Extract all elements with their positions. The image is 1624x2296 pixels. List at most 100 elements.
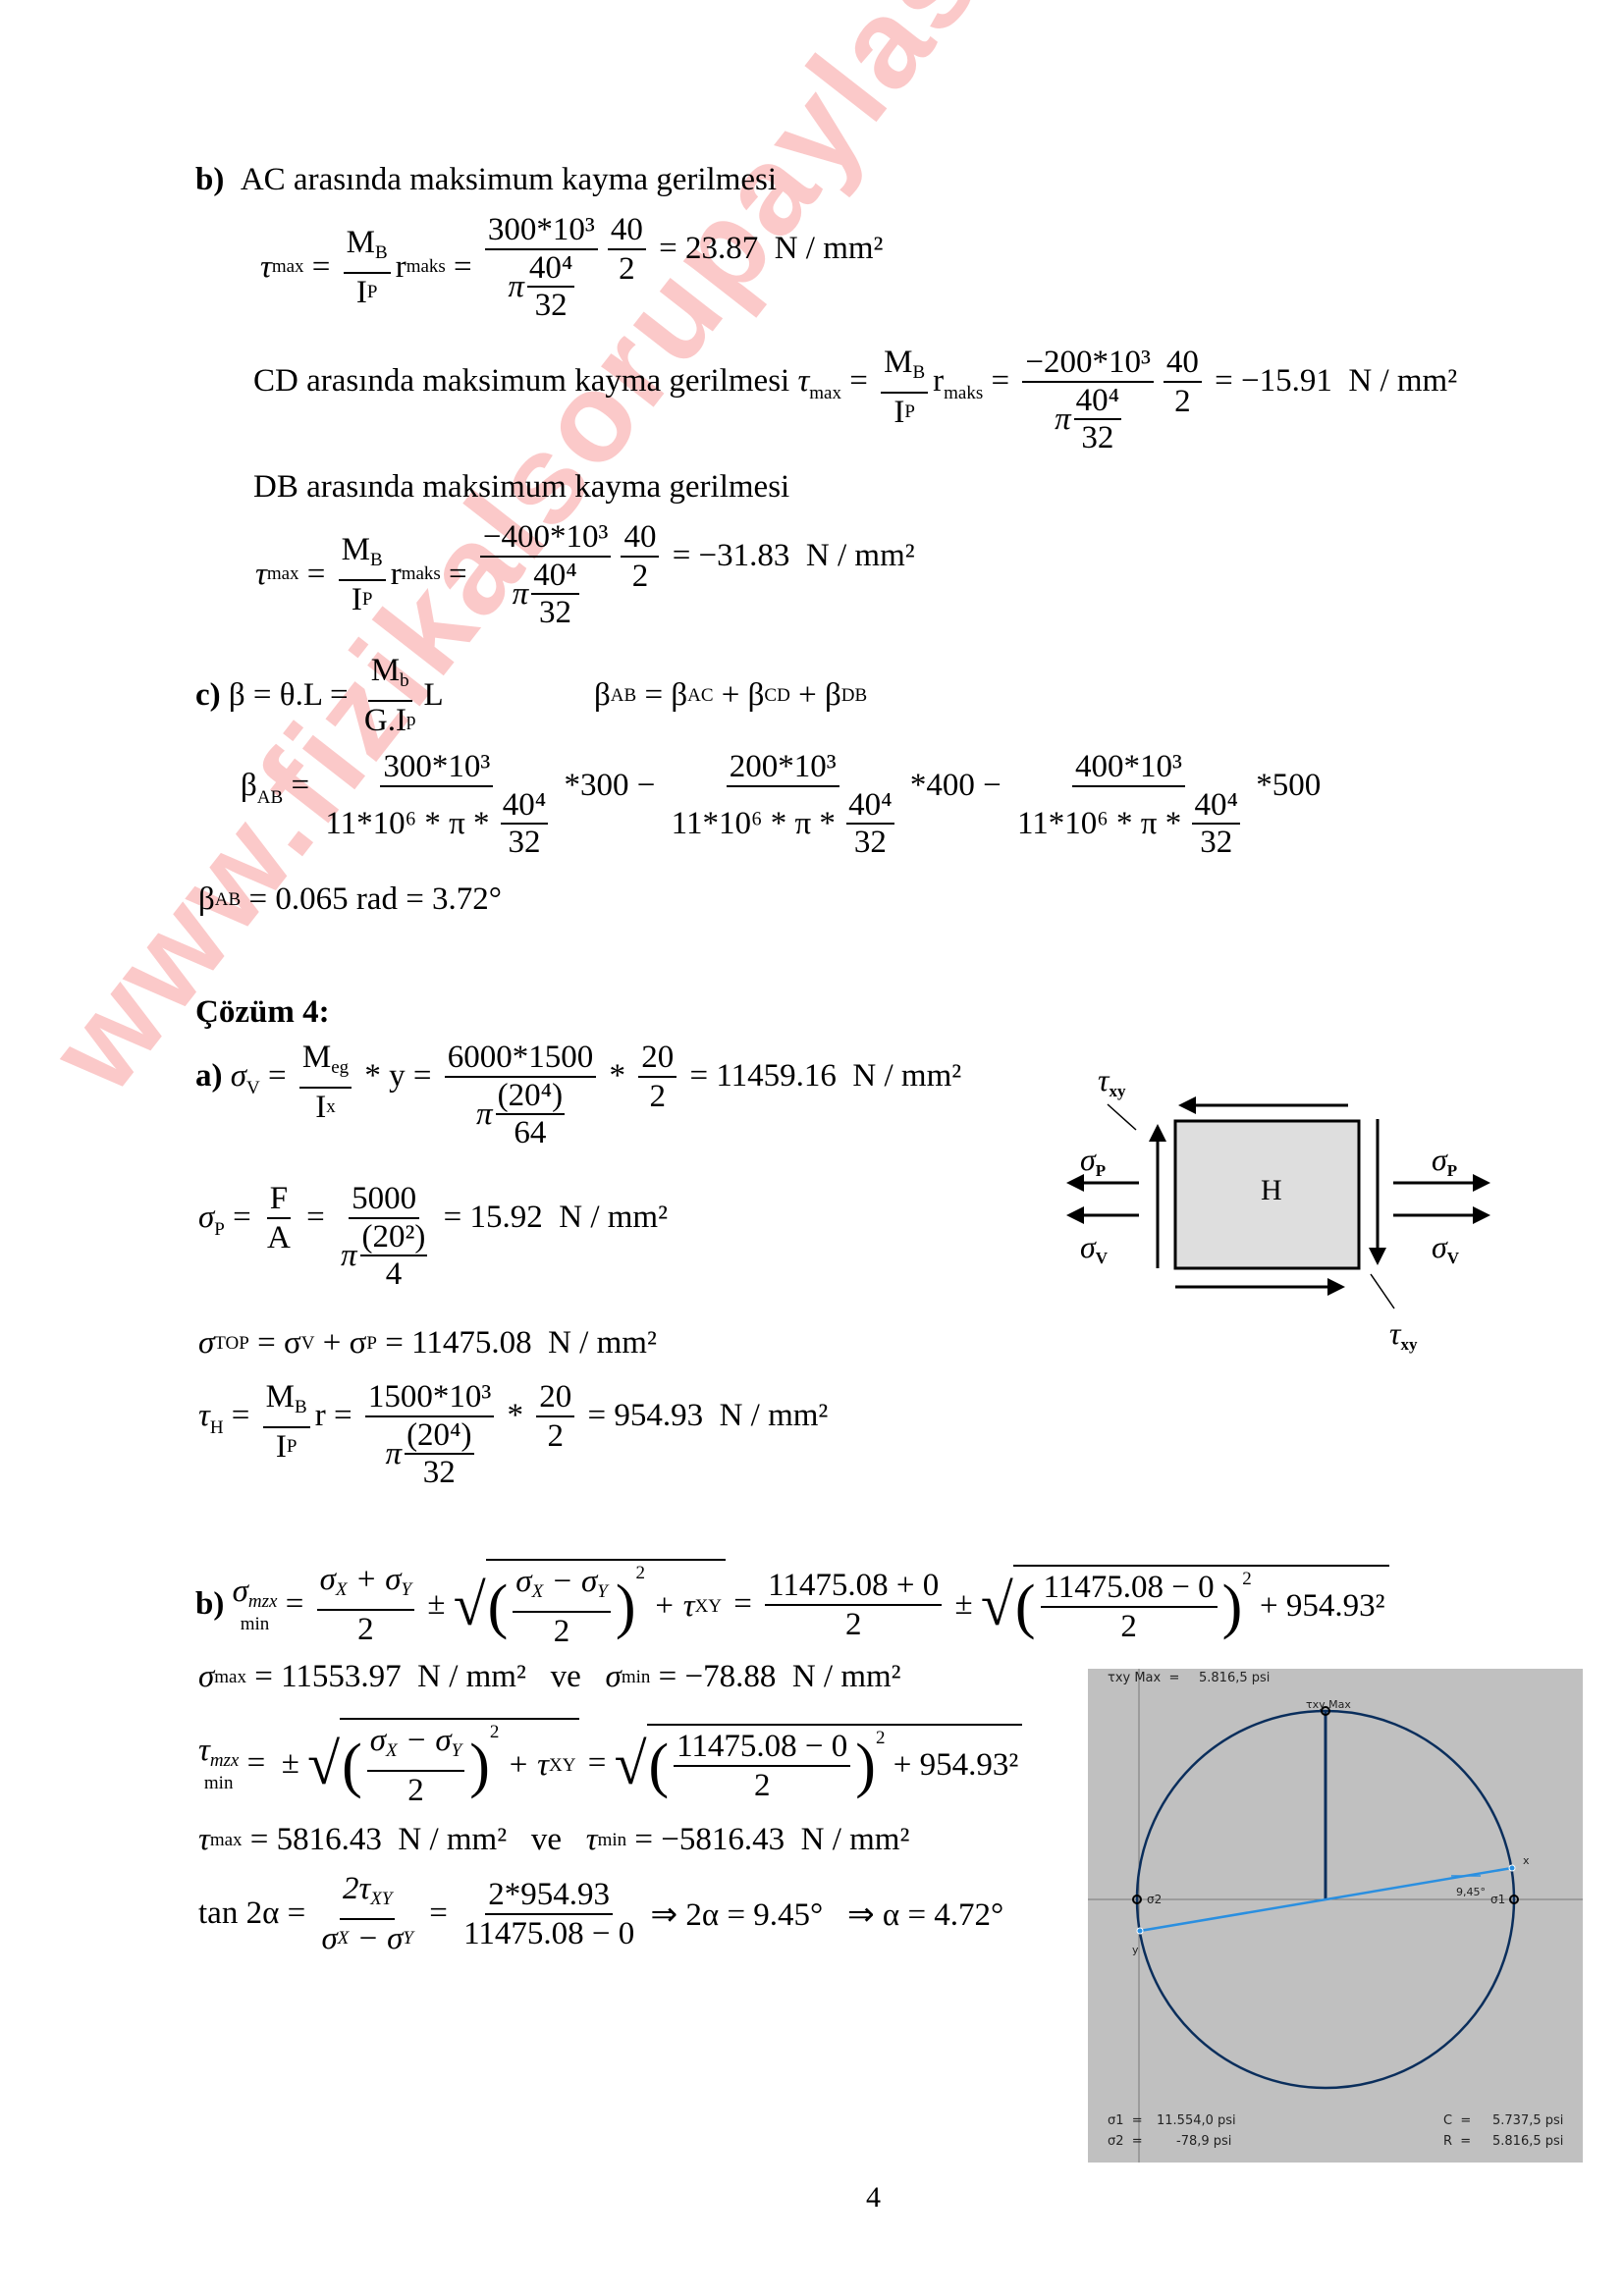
- sub: XY: [694, 1595, 723, 1617]
- t: 2: [1174, 384, 1191, 419]
- t: ve: [525, 1659, 606, 1694]
- t: 2: [1120, 1608, 1137, 1644]
- tau-symbol: τ: [255, 556, 267, 592]
- t: β: [241, 768, 257, 803]
- t: *: [499, 1398, 532, 1433]
- t: 40⁴: [846, 787, 894, 825]
- t: σ: [198, 1325, 215, 1361]
- t: =: [420, 1896, 457, 1931]
- t: = −78.88 N / mm²: [650, 1659, 901, 1694]
- t: I: [355, 274, 367, 310]
- r-label: R =: [1443, 2134, 1472, 2149]
- equals: =: [283, 768, 318, 803]
- sub: P: [366, 281, 378, 302]
- part-a-label: a): [195, 1058, 223, 1094]
- sub: x: [326, 1096, 336, 1117]
- tau-xy-label-bottom: τxy: [1389, 1315, 1417, 1355]
- t: M: [884, 345, 913, 380]
- t: + β: [789, 677, 841, 713]
- t: =: [239, 1745, 274, 1781]
- t: = 11553.97 N / mm²: [246, 1659, 526, 1694]
- r-value: 5.816,5 psi: [1492, 2134, 1564, 2149]
- sub: B: [912, 362, 926, 383]
- sub: AB: [256, 787, 284, 808]
- t: τ: [198, 1733, 210, 1768]
- t: 11*10⁶ * π *: [325, 806, 498, 841]
- t: 11*10⁶ * π *: [1017, 806, 1190, 841]
- y-point: [1136, 1927, 1144, 1935]
- sub: eg: [331, 1057, 350, 1078]
- t: 20: [638, 1039, 677, 1078]
- tau-xy-label-top: τxy: [1098, 1062, 1125, 1101]
- mohr-circle-plot: [1088, 1669, 1583, 2163]
- t: τ: [1098, 1062, 1110, 1097]
- t: = 11459.16 N / mm²: [681, 1058, 962, 1094]
- t: 2τ: [342, 1871, 371, 1906]
- t: 32: [508, 825, 541, 860]
- t: ±: [947, 1586, 981, 1622]
- t: r: [395, 248, 406, 285]
- sub: XY: [548, 1754, 576, 1776]
- pi: π: [1055, 401, 1071, 437]
- sub: min: [597, 1829, 627, 1850]
- t: τ: [1389, 1315, 1401, 1351]
- t: =: [579, 1745, 615, 1781]
- sub: B: [370, 549, 383, 570]
- t: 40: [1163, 344, 1202, 383]
- cd-heading: CD arasında maksimum kayma gerilmesi: [253, 363, 790, 399]
- t: G.I: [363, 703, 406, 738]
- t: = 0.065 rad = 3.72°: [241, 881, 503, 917]
- t: β: [594, 677, 611, 713]
- sigma2-point-label: σ2: [1147, 1893, 1163, 1906]
- sigma1-value: 11.554,0 psi: [1157, 2113, 1236, 2128]
- t: 40⁴: [1073, 383, 1122, 420]
- tau-symbol: τ: [797, 363, 810, 399]
- sub: CD: [764, 684, 790, 706]
- t: + τ: [644, 1588, 695, 1624]
- t: σ: [1432, 1229, 1447, 1264]
- t: 11475.08 − 0: [674, 1728, 851, 1767]
- t: =: [224, 1200, 259, 1235]
- t: + 954.93²: [1251, 1588, 1385, 1624]
- t: σ: [1432, 1142, 1447, 1177]
- sub: mzx: [209, 1750, 240, 1771]
- t: 2: [631, 559, 649, 594]
- t: L: [423, 677, 444, 713]
- sub: max: [214, 1666, 246, 1687]
- t: *: [601, 1058, 634, 1094]
- sub: V: [300, 1332, 315, 1354]
- t: π: [385, 1436, 403, 1471]
- sub: max: [271, 256, 304, 277]
- t: tan 2α =: [198, 1896, 314, 1931]
- t: r: [314, 1398, 326, 1433]
- t: 400*10³: [1072, 748, 1185, 787]
- t: 11475.08 + 0: [765, 1567, 943, 1606]
- sigma1-point: [1509, 1895, 1519, 1904]
- sub: B: [375, 241, 388, 263]
- t: =: [726, 1586, 761, 1622]
- t: = 954.93 N / mm²: [579, 1398, 829, 1433]
- t: = 5816.43 N / mm²: [242, 1822, 508, 1857]
- t: π: [476, 1096, 493, 1132]
- t: σ: [321, 1921, 338, 1956]
- t: 40: [621, 518, 660, 558]
- t: 2: [753, 1767, 771, 1803]
- numerator: 300*10³: [484, 211, 598, 250]
- sub: V: [1446, 1249, 1460, 1267]
- sub: Y: [403, 1928, 413, 1949]
